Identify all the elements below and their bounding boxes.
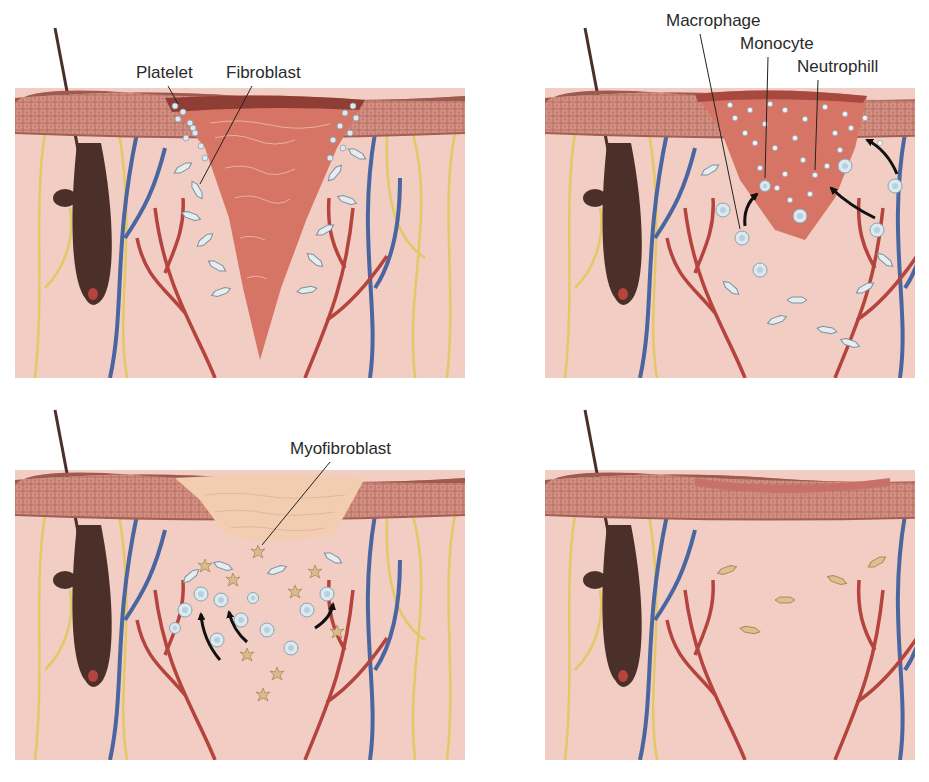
- panel-proliferation: [15, 410, 465, 760]
- leader-lines: [168, 34, 818, 545]
- panel-inflammation: [545, 28, 915, 378]
- part-label: Neutrophill: [797, 58, 878, 77]
- part-label: Myofibroblast: [290, 440, 391, 459]
- part-label: Macrophage: [666, 12, 761, 31]
- part-label: Monocyte: [740, 35, 814, 54]
- panel-hemostasis: [15, 28, 465, 378]
- part-label: Fibroblast: [226, 64, 301, 83]
- part-label: Platelet: [136, 64, 193, 83]
- panel-remodeling: [545, 410, 915, 760]
